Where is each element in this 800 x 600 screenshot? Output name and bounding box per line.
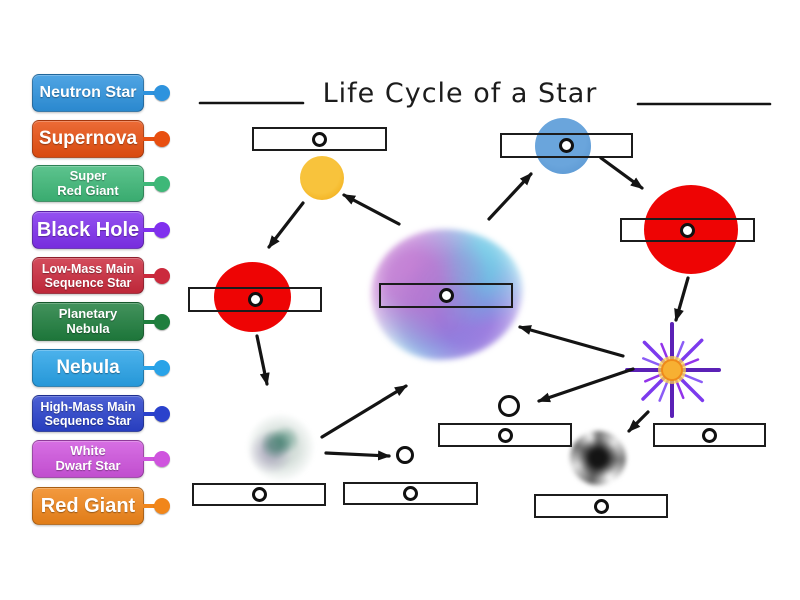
flow-arrow-nebula-to-blue-star bbox=[487, 172, 533, 221]
page-title: Life Cycle of a Star bbox=[322, 78, 598, 109]
flow-arrow-burst-to-circle bbox=[537, 367, 635, 403]
flow-arrow-red-left-to-smudge bbox=[255, 334, 270, 386]
chip-connector-line bbox=[143, 91, 155, 95]
flow-arrow-burst-to-nebula bbox=[518, 325, 625, 358]
answer-box-6[interactable] bbox=[438, 423, 572, 447]
chip-connector-dot bbox=[154, 222, 170, 238]
chip-connector-dot bbox=[154, 451, 170, 467]
chip-connector-line bbox=[143, 366, 155, 370]
free-target-circle-2[interactable] bbox=[396, 446, 414, 464]
answer-box-9[interactable] bbox=[192, 483, 326, 506]
flow-arrow-sun-to-red-left bbox=[267, 201, 305, 249]
chip-connector-dot bbox=[154, 405, 170, 422]
chip-connector-dot bbox=[154, 313, 170, 330]
free-target-circle-1[interactable] bbox=[498, 395, 520, 417]
drop-target-circle[interactable] bbox=[403, 486, 418, 501]
label-chip-nebula[interactable]: Nebula bbox=[32, 349, 170, 387]
label-chip-text: Low-Mass Main Sequence Star bbox=[41, 261, 135, 290]
chip-connector-line bbox=[143, 504, 155, 508]
label-chip-text: Black Hole bbox=[36, 218, 140, 241]
drop-target-circle[interactable] bbox=[497, 427, 513, 443]
label-chip-text: Super Red Giant bbox=[57, 167, 119, 198]
chip-connector-line bbox=[143, 411, 155, 416]
chip-connector-line bbox=[143, 319, 155, 324]
supernova-burst-image bbox=[625, 322, 721, 418]
label-chip-text: High-Mass Main Sequence Star bbox=[40, 399, 136, 428]
drop-target-circle[interactable] bbox=[680, 222, 695, 238]
drop-target-circle[interactable] bbox=[247, 292, 263, 307]
chip-connector-dot bbox=[154, 85, 170, 101]
answer-box-7[interactable] bbox=[653, 423, 766, 447]
answer-box-1[interactable] bbox=[252, 127, 387, 151]
chip-connector-dot bbox=[154, 175, 170, 192]
flow-arrow-smudge-to-nebula bbox=[320, 384, 408, 439]
flow-arrow-red-right-to-burst bbox=[674, 276, 690, 322]
flow-arrow-blue-star-to-red-right bbox=[599, 156, 644, 190]
answer-box-10[interactable] bbox=[343, 482, 478, 505]
answer-box-4[interactable] bbox=[188, 287, 322, 312]
chip-connector-line bbox=[143, 457, 155, 461]
answer-box-2[interactable] bbox=[500, 133, 633, 158]
black-hole-spiral-image bbox=[570, 431, 626, 485]
chip-connector-line bbox=[143, 273, 155, 278]
chip-connector-line bbox=[143, 181, 155, 186]
label-chip-text: Neutron Star bbox=[39, 84, 137, 102]
label-chip-text: Planetary Nebula bbox=[58, 305, 118, 336]
label-chip-text: Supernova bbox=[38, 128, 138, 150]
label-chip-text: White Dwarf Star bbox=[55, 443, 121, 473]
answer-box-5[interactable] bbox=[379, 283, 513, 308]
chip-connector-dot bbox=[154, 498, 170, 514]
answer-box-3[interactable] bbox=[620, 218, 755, 242]
label-chip-planetary-nebula[interactable]: Planetary Nebula bbox=[32, 302, 170, 341]
chip-connector-dot bbox=[154, 131, 170, 147]
label-chip-text: Red Giant bbox=[40, 494, 136, 517]
chip-connector-dot bbox=[154, 267, 170, 284]
label-chip-high-mass-main-sequence-star[interactable]: High-Mass Main Sequence Star bbox=[32, 395, 170, 432]
label-chip-supernova[interactable]: Supernova bbox=[32, 120, 170, 158]
planetary-nebula-smudge-image bbox=[238, 408, 320, 484]
flow-arrow-smudge-to-circle bbox=[324, 450, 391, 461]
flow-arrow-nebula-to-sun bbox=[342, 193, 401, 226]
drop-target-circle[interactable] bbox=[251, 487, 267, 502]
label-chip-neutron-star[interactable]: Neutron Star bbox=[32, 74, 170, 112]
label-chip-low-mass-main-sequence-star[interactable]: Low-Mass Main Sequence Star bbox=[32, 257, 170, 294]
label-chip-red-giant[interactable]: Red Giant bbox=[32, 487, 170, 525]
label-chip-super-red-giant[interactable]: Super Red Giant bbox=[32, 165, 170, 202]
drop-target-circle[interactable] bbox=[312, 131, 327, 147]
chip-connector-line bbox=[143, 137, 155, 141]
label-chip-black-hole[interactable]: Black Hole bbox=[32, 211, 170, 249]
label-chip-text: Nebula bbox=[56, 357, 120, 379]
sun-circle bbox=[300, 156, 344, 200]
chip-connector-dot bbox=[154, 360, 170, 376]
answer-box-8[interactable] bbox=[534, 494, 668, 518]
drop-target-circle[interactable] bbox=[702, 427, 717, 443]
label-chip-white-dwarf-star[interactable]: White Dwarf Star bbox=[32, 440, 170, 478]
drop-target-circle[interactable] bbox=[438, 288, 454, 303]
chip-connector-line bbox=[143, 228, 155, 232]
drop-target-circle[interactable] bbox=[593, 498, 609, 514]
drop-target-circle[interactable] bbox=[559, 138, 574, 153]
